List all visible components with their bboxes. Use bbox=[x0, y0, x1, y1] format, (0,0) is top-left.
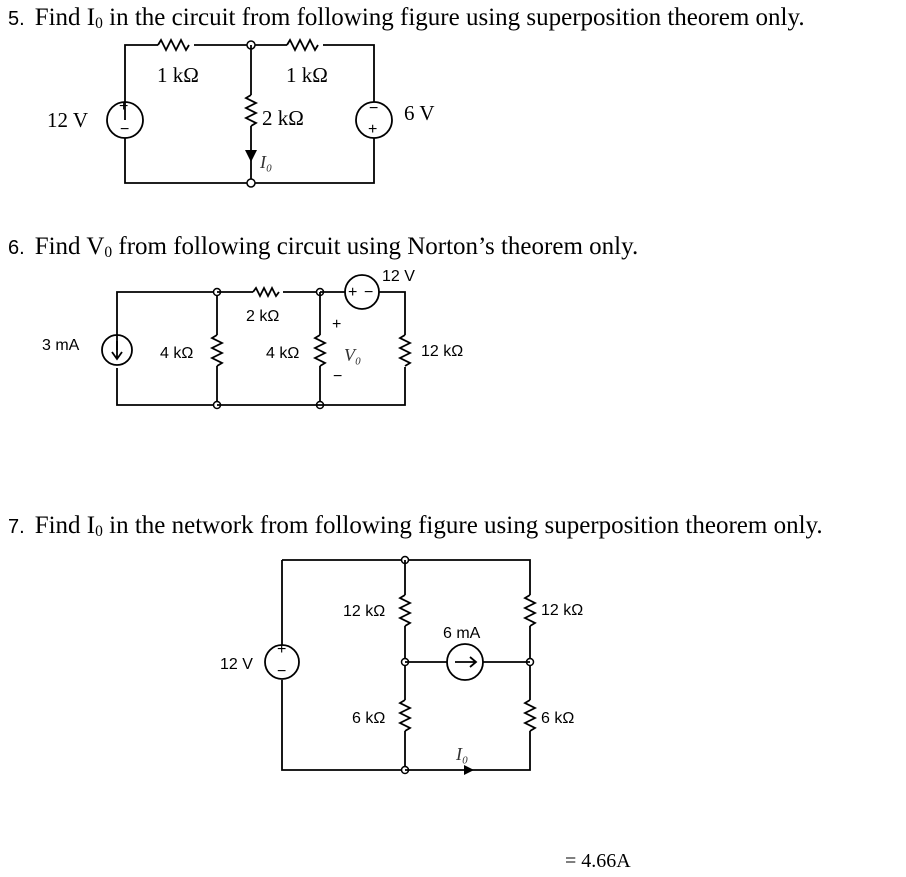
resistor-label: 2 kΩ bbox=[246, 308, 279, 325]
current-label: I₀ bbox=[259, 152, 272, 172]
resistor-label: 4 kΩ bbox=[266, 345, 299, 362]
wire bbox=[405, 731, 531, 771]
question-5: 5. Find I0 in the circuit from following … bbox=[8, 4, 805, 33]
vo-plus: + bbox=[332, 316, 341, 333]
resistor-left bbox=[157, 37, 190, 53]
resistor-label: 12 kΩ bbox=[421, 343, 463, 360]
resistor-left-label: 1 kΩ bbox=[157, 63, 199, 87]
wire bbox=[281, 680, 405, 771]
resistor-12k bbox=[397, 334, 413, 367]
question-7: 7. Find I0 in the network from following … bbox=[8, 512, 823, 541]
resistor-2k bbox=[252, 285, 280, 299]
wire bbox=[116, 368, 217, 406]
resistor-12k-right bbox=[522, 594, 538, 627]
voltage-right-label: 6 V bbox=[404, 101, 435, 125]
voltage-source bbox=[264, 644, 300, 680]
answer-text: = 4.66A bbox=[565, 850, 631, 872]
resistor-right-label: 1 kΩ bbox=[286, 63, 328, 87]
current-arrow bbox=[245, 150, 257, 162]
question-text: Find I0 in the network from following fi… bbox=[34, 512, 823, 541]
voltage-source-label: 12 V bbox=[382, 268, 415, 285]
plus-sign: + bbox=[119, 98, 128, 115]
current-source-label: 6 mA bbox=[443, 625, 481, 642]
minus-sign: − bbox=[277, 663, 286, 680]
resistor-label: 6 kΩ bbox=[541, 710, 574, 727]
resistor-4k-left bbox=[209, 334, 225, 367]
minus-sign: − bbox=[369, 100, 378, 117]
wire bbox=[116, 291, 217, 350]
voltage-source-label: 12 V bbox=[220, 656, 253, 673]
node bbox=[246, 178, 256, 188]
current-source-arrow bbox=[111, 341, 123, 361]
circuit-6: + − 3 mA 4 kΩ 2 kΩ 4 kΩ 12 kΩ 12 V V₀ + … bbox=[42, 268, 463, 410]
circuit-7: + − 12 V 12 kΩ 12 kΩ 6 kΩ 6 kΩ 6 mA I₀ bbox=[220, 555, 583, 775]
circuit-5: + − − + 1 kΩ 1 kΩ 2 kΩ 12 V 6 V I₀ bbox=[47, 37, 435, 188]
plus-sign: + bbox=[277, 641, 286, 658]
resistor-label: 4 kΩ bbox=[160, 345, 193, 362]
question-text: Find I0 in the circuit from following fi… bbox=[34, 4, 805, 33]
resistor-label: 12 kΩ bbox=[343, 603, 385, 620]
current-source-label: 3 mA bbox=[42, 337, 80, 354]
wire bbox=[379, 291, 406, 335]
minus-sign: − bbox=[364, 284, 373, 301]
resistor-label: 12 kΩ bbox=[541, 602, 583, 619]
current-label: I₀ bbox=[455, 744, 468, 764]
resistor-label: 6 kΩ bbox=[352, 710, 385, 727]
question-number: 7. bbox=[8, 516, 25, 538]
vo-label: V₀ bbox=[344, 345, 361, 365]
question-number: 6. bbox=[8, 237, 25, 259]
plus-sign: + bbox=[348, 284, 357, 301]
wire bbox=[217, 367, 406, 406]
current-source-arrow bbox=[455, 656, 478, 668]
resistor-6k-left bbox=[397, 699, 413, 732]
question-text: Find V0 from following circuit using Nor… bbox=[34, 233, 639, 262]
resistor-6k-right bbox=[522, 699, 538, 732]
wire bbox=[323, 44, 375, 102]
vo-minus: − bbox=[333, 368, 342, 385]
resistor-right bbox=[286, 37, 319, 53]
voltage-source-right bbox=[355, 101, 393, 139]
resistor-middle-label: 2 kΩ bbox=[262, 106, 304, 130]
question-number: 5. bbox=[8, 8, 25, 30]
minus-sign: − bbox=[120, 121, 129, 138]
resistor-4k-right bbox=[312, 334, 328, 367]
wire bbox=[124, 44, 158, 120]
wire bbox=[282, 559, 531, 595]
question-6: 6. Find V0 from following circuit using N… bbox=[8, 233, 638, 262]
current-arrow bbox=[464, 765, 474, 775]
voltage-left-label: 12 V bbox=[47, 108, 88, 132]
current-source bbox=[101, 334, 133, 366]
plus-sign: + bbox=[368, 121, 377, 138]
resistor-middle bbox=[243, 94, 259, 127]
wire bbox=[124, 138, 375, 184]
resistor-12k-left bbox=[397, 594, 413, 627]
